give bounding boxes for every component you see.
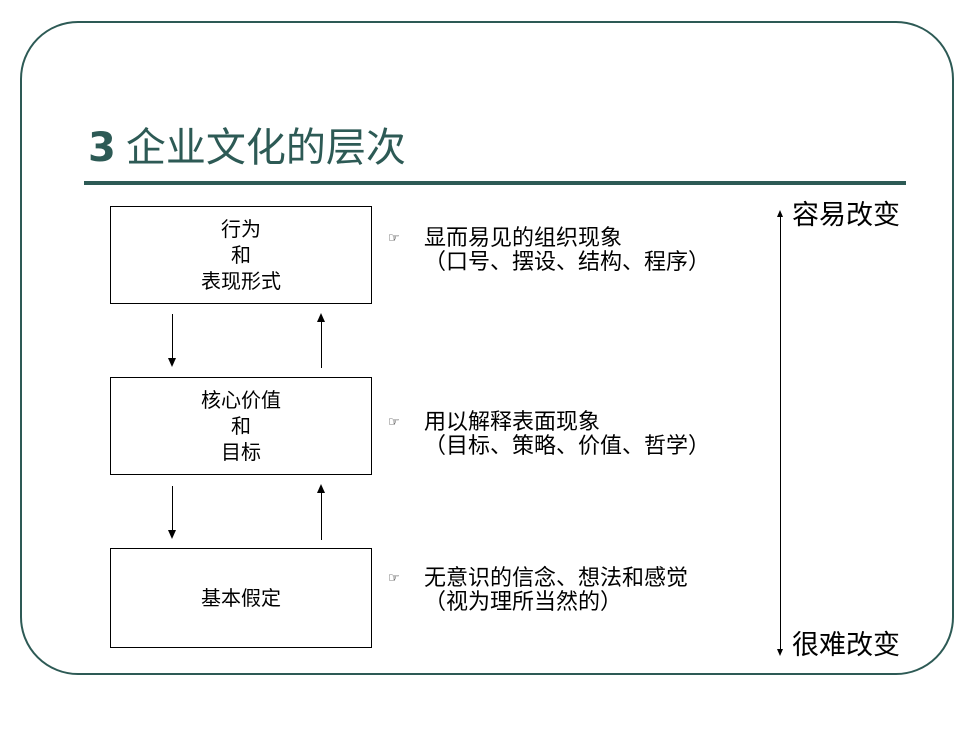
scale-label-easy: 容易改变 — [792, 200, 900, 231]
title-number: 3 — [88, 125, 116, 171]
pointing-hand-icon: ☞ — [388, 415, 400, 430]
description-values: ☞ 用以解释表面现象 （目标、策略、价值、哲学） — [388, 411, 710, 459]
pointing-hand-icon: ☞ — [388, 231, 400, 246]
level-label: 核心价值 — [201, 388, 281, 412]
description-line: 无意识的信念、想法和感觉 — [424, 566, 689, 591]
description-line: 显而易见的组织现象 — [424, 226, 623, 251]
level-label: 和 — [231, 243, 251, 267]
level-label: 基本假定 — [201, 586, 281, 610]
title-text: 企业文化的层次 — [125, 125, 406, 171]
arrow-up-line — [321, 322, 322, 368]
description-line: （目标、策略、价值、哲学） — [424, 434, 711, 459]
level-box-basic-assumptions: 基本假定 — [110, 548, 372, 648]
arrow-up-line — [321, 493, 322, 540]
description-line: 用以解释表面现象 — [424, 410, 601, 435]
arrow-down-head — [168, 358, 176, 367]
scale-arrow-down-head — [777, 649, 783, 656]
scale-line — [780, 216, 781, 650]
arrow-up-head — [317, 484, 325, 493]
title-underline — [84, 181, 906, 185]
level-box-behavior: 行为 和 表现形式 — [110, 206, 372, 304]
level-label: 表现形式 — [201, 269, 281, 293]
level-label: 行为 — [221, 217, 261, 241]
description-line: （视为理所当然的） — [424, 590, 623, 615]
scale-label-hard: 很难改变 — [792, 630, 900, 661]
level-label: 和 — [231, 414, 251, 438]
description-line: （口号、摆设、结构、程序） — [424, 250, 711, 275]
pointing-hand-icon: ☞ — [388, 571, 400, 586]
arrow-down-head — [168, 530, 176, 539]
arrow-down-line — [172, 314, 173, 358]
arrow-down-line — [172, 486, 173, 530]
description-assumptions: ☞ 无意识的信念、想法和感觉 （视为理所当然的） — [388, 567, 734, 615]
level-box-core-values: 核心价值 和 目标 — [110, 377, 372, 475]
scale-arrow-up-head — [777, 210, 783, 217]
level-label: 目标 — [221, 440, 261, 464]
arrow-up-head — [317, 313, 325, 322]
slide-frame — [20, 21, 954, 675]
description-visible: ☞ 显而易见的组织现象 （口号、摆设、结构、程序） — [388, 227, 710, 275]
